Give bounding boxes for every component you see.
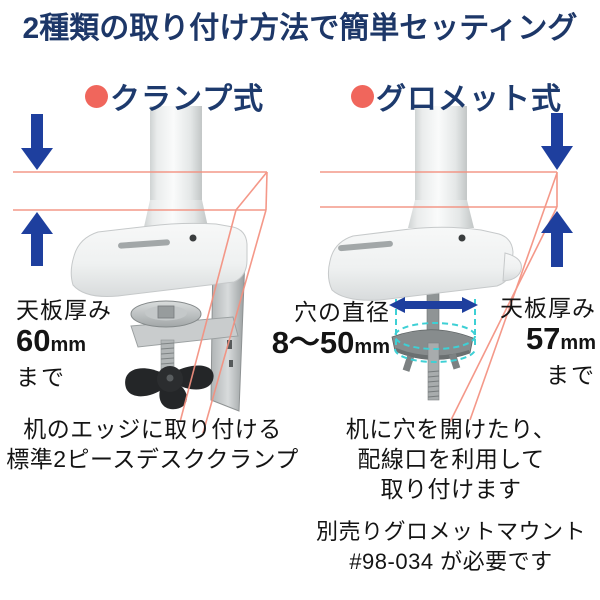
grommet-hole-guide: [394, 299, 476, 363]
orange-dot-icon: [85, 84, 108, 108]
grommet-hole-spec: 穴の直径 8〜50mm: [250, 298, 390, 365]
page-title: 2種類の取り付け方法で簡単セッティング: [22, 12, 578, 45]
thickness-unit: mm: [50, 334, 87, 356]
grommet-heading-label: グロメット式: [376, 83, 562, 116]
hole-label: 穴の直径: [294, 299, 390, 325]
thickness-suffix: まで: [546, 362, 596, 388]
grommet-note-line: 別売りグロメットマウント: [315, 519, 586, 544]
clamp-heading-label: クランプ式: [110, 83, 265, 116]
hole-unit: mm: [354, 336, 390, 358]
grommet-caption: 机に穴を開けたり、 配線口を利用して 取り付けます: [304, 414, 598, 504]
width-arrow-icon: [389, 297, 478, 313]
grommet-pole-flare: [408, 200, 474, 228]
clamp-head-slot: [118, 239, 170, 249]
clamp-thickness-spec: 天板厚み 60mm まで: [16, 296, 112, 392]
clamp-heading: クランプ式: [85, 74, 264, 118]
grommet-caption-line: 机に穴を開けたり、: [345, 416, 557, 442]
down-arrow-icon: [21, 114, 53, 170]
grommet-note-line: #98-034 が必要です: [349, 549, 553, 574]
clamp-caption-line: 机のエッジに取り付ける: [23, 416, 282, 442]
desk-edge-guides: [13, 171, 558, 434]
thickness-suffix: まで: [16, 364, 66, 390]
grommet-caption-line: 配線口を利用して: [357, 446, 545, 472]
clamp-base-illustration: [70, 106, 248, 412]
clamp-pole-flare: [144, 200, 208, 227]
clamp-plate-hole: [227, 340, 232, 349]
up-arrow-icon: [541, 211, 573, 267]
grommet-caption-line: 取り付けます: [380, 476, 522, 502]
grommet-note: 別売りグロメットマウント #98-034 が必要です: [304, 517, 598, 577]
grommet-head-screw-dot: [458, 234, 466, 242]
thickness-value: 57: [525, 321, 561, 356]
clamp-head: [70, 222, 248, 297]
grommet-head-tab: [502, 252, 522, 282]
thickness-label: 天板厚み: [16, 297, 112, 323]
clamp-pole: [150, 106, 202, 208]
clamp-knob: [125, 365, 214, 410]
clamp-head-screw-dot: [189, 234, 197, 242]
clamp-caption: 机のエッジに取り付ける 標準2ピースデスククランプ: [5, 414, 300, 474]
down-arrow-icon: [541, 113, 573, 170]
hole-value: 8〜50: [271, 325, 355, 360]
thickness-value: 60: [16, 323, 51, 358]
grommet-head-slot: [338, 240, 393, 252]
clamp-pad-bolt: [157, 305, 175, 319]
grommet-thickness-spec: 天板厚み 57mm まで: [476, 294, 596, 390]
up-arrow-icon: [21, 212, 53, 266]
grommet-heading: グロメット式: [351, 74, 562, 118]
thickness-arrows: [21, 113, 573, 313]
orange-dot-icon: [351, 84, 374, 108]
thickness-unit: mm: [560, 332, 596, 354]
thickness-label: 天板厚み: [500, 295, 596, 321]
grommet-head: [327, 226, 514, 301]
grommet-rod-threads: [427, 370, 440, 398]
clamp-plate-hole: [229, 360, 233, 367]
grommet-pole: [415, 106, 467, 208]
grommet-base-illustration: [327, 106, 522, 401]
clamp-caption-line: 標準2ピースデスククランプ: [6, 446, 299, 472]
